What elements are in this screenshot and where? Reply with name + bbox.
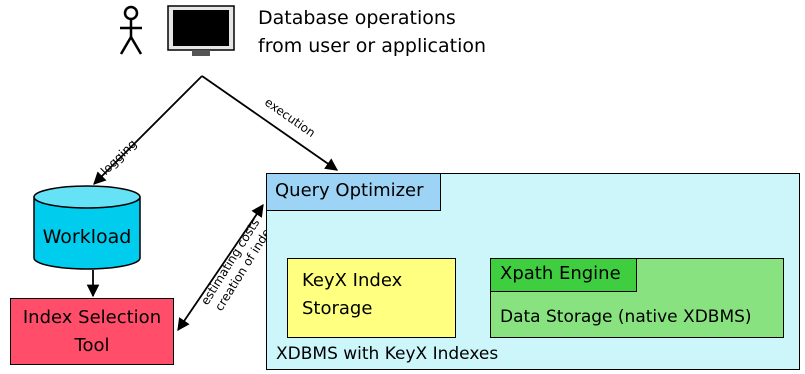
index-tool-line-2: Tool <box>74 335 110 356</box>
caption-line-2: from user or application <box>258 35 487 57</box>
monitor-icon <box>167 5 235 56</box>
tool-optimizer-arrow <box>177 203 264 332</box>
execution-arrow <box>201 75 339 171</box>
workload-cylinder-icon <box>33 185 141 270</box>
operations-caption: Database operations from user or applica… <box>258 4 486 60</box>
data-storage-label: Data Storage (native XDBMS) <box>500 307 752 327</box>
query-optimizer-label: Query Optimizer <box>275 180 424 201</box>
keyx-index-storage-box: KeyX Index Storage <box>287 258 456 338</box>
xpath-engine-label: Xpath Engine <box>500 263 621 284</box>
xdbms-label: XDBMS with KeyX Indexes <box>276 344 499 364</box>
xpath-engine-box: Xpath Engine <box>490 258 637 292</box>
index-selection-tool-box: Index Selection Tool <box>10 298 174 365</box>
keyx-line-1: KeyX Index <box>302 270 403 291</box>
keyx-line-2: Storage <box>302 298 373 319</box>
caption-line-1: Database operations <box>258 7 456 29</box>
stick-figure-icon <box>119 5 143 55</box>
index-tool-line-1: Index Selection <box>22 307 162 328</box>
workload-label: Workload <box>42 226 132 248</box>
logging-arrow <box>93 75 203 185</box>
query-optimizer-box: Query Optimizer <box>266 173 441 211</box>
